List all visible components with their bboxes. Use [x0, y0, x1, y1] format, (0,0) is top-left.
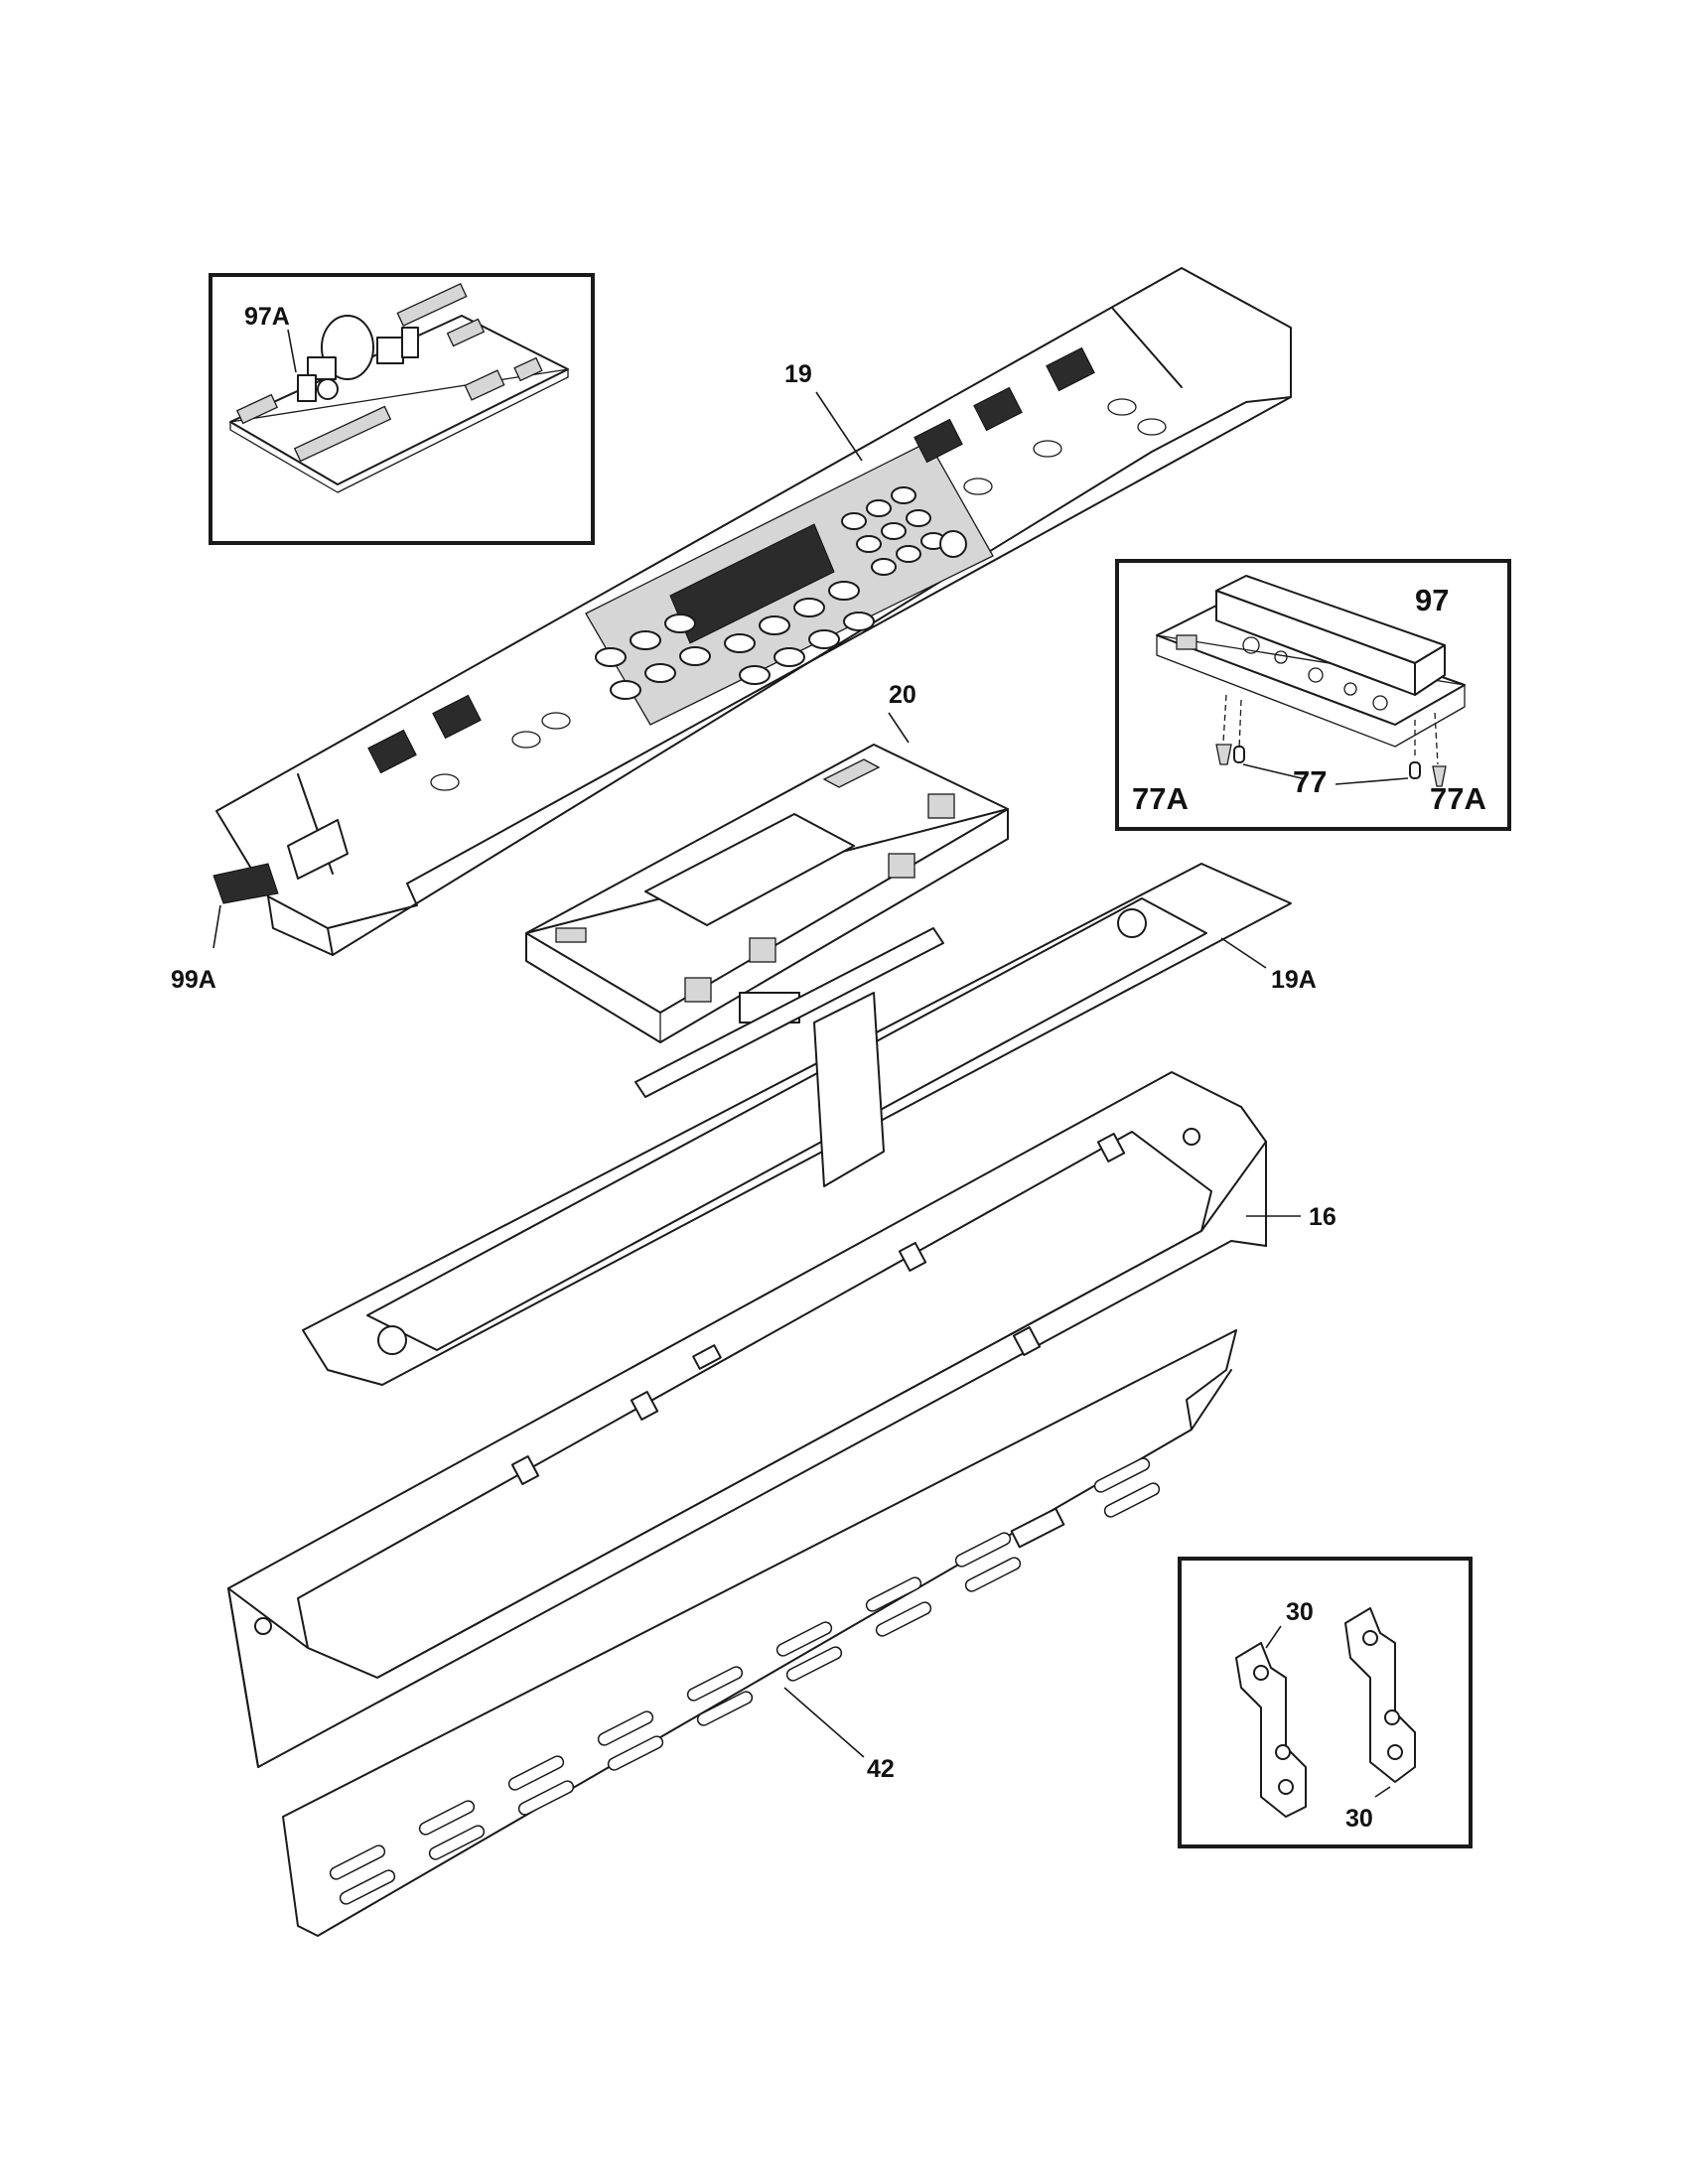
inset-box-97: 97 77A 77 77A [1115, 559, 1511, 831]
callout-97: 97 [1415, 583, 1449, 617]
callout-30-top: 30 [1286, 1598, 1314, 1626]
callout-19A: 19A [1271, 966, 1317, 994]
callout-19: 19 [784, 360, 812, 388]
part-16-console-housing: 16 [227, 1071, 1336, 1768]
callout-77: 77 [1293, 764, 1327, 799]
part-20-electronic-control: 20 [525, 681, 1009, 1043]
callout-77A-left: 77A [1132, 781, 1189, 816]
inset-box-30: 30 30 [1178, 1557, 1473, 1848]
callout-30-bottom: 30 [1345, 1805, 1373, 1833]
callout-97A: 97A [244, 303, 290, 331]
callout-99A: 99A [171, 966, 216, 994]
callout-42: 42 [867, 1755, 895, 1783]
part-99A-ribbon-cable: 99A [171, 863, 279, 994]
vent-slots [329, 1457, 1161, 1905]
keypad-buttons [595, 486, 967, 700]
inset-box-97A: 97A [209, 273, 595, 545]
part-19A-support-frame: 19A [302, 863, 1317, 1386]
part-42-vent-panel: 42 [282, 1329, 1237, 1937]
part-19-control-panel: 19 [215, 267, 1292, 956]
callout-16: 16 [1309, 1203, 1336, 1231]
callout-77A-right: 77A [1430, 781, 1486, 816]
callout-20: 20 [889, 681, 916, 709]
